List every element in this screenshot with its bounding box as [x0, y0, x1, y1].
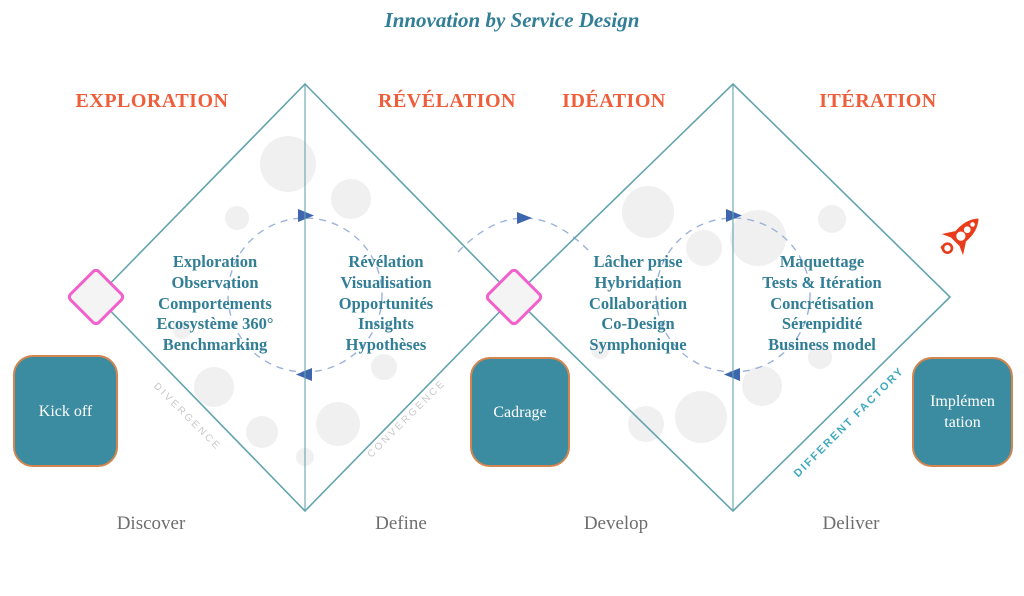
activity-item: Hypothèses	[345, 335, 427, 355]
activity-item: Insights	[358, 314, 414, 334]
activity-list-exploration: Exploration Observation Comportements Ec…	[115, 252, 315, 356]
activity-item: Comportements	[158, 293, 272, 313]
activity-item: Sérenpidité	[781, 314, 863, 334]
activity-list-iteration: Maquettage Tests & Itération Concrétisat…	[722, 252, 922, 356]
activity-item: Visualisation	[340, 272, 432, 292]
milestone-box-kickoff: Kick off	[13, 355, 118, 467]
activity-item: Business model	[768, 335, 876, 355]
milestone-diamond-middle	[485, 268, 543, 326]
stage-label-deliver: Deliver	[822, 513, 880, 534]
phase-label-ideation: IDÉATION	[562, 90, 666, 112]
handoff-arc	[457, 217, 591, 253]
activity-item: Hybridation	[594, 272, 682, 292]
activity-item: Benchmarking	[162, 335, 268, 355]
milestone-diamond-start	[67, 268, 125, 326]
milestone-box-cadrage: Cadrage	[470, 357, 570, 467]
double-diamond-outline	[95, 82, 952, 513]
milestone-diamonds	[67, 268, 543, 326]
activity-item: Exploration	[172, 252, 258, 271]
activity-list-revelation: Révélation Visualisation Opportunités In…	[286, 252, 486, 356]
activity-item: Opportunités	[338, 293, 434, 313]
activity-item: Tests & Itération	[762, 272, 882, 292]
loop-arrowheads	[296, 209, 742, 381]
phase-label-iteration: ITÉRATION	[819, 90, 937, 112]
rocket-icon	[940, 218, 979, 256]
decorative-circles	[173, 136, 846, 466]
activity-item: Révélation	[348, 252, 424, 271]
stage-label-define: Define	[375, 513, 427, 534]
stage-label-discover: Discover	[116, 513, 186, 534]
phase-label-exploration: EXPLORATION	[75, 90, 229, 112]
stage-label-develop: Develop	[583, 513, 649, 534]
activity-item: Co-Design	[601, 314, 675, 334]
activity-item: Lâcher prise	[593, 252, 683, 271]
milestone-box-implementation: Implémen tation	[912, 357, 1013, 467]
phase-label-revelation: RÉVÉLATION	[378, 90, 516, 112]
activity-list-ideation: Lâcher prise Hybridation Collaboration C…	[538, 252, 738, 356]
activity-item: Maquettage	[779, 252, 865, 271]
activity-item: Collaboration	[588, 293, 688, 313]
activity-item: Ecosystème 360°	[156, 314, 274, 334]
page-title: Innovation by Service Design	[384, 8, 640, 32]
activity-item: Observation	[171, 272, 259, 292]
activity-item: Concrétisation	[770, 293, 874, 313]
activity-item: Symphonique	[589, 335, 687, 355]
